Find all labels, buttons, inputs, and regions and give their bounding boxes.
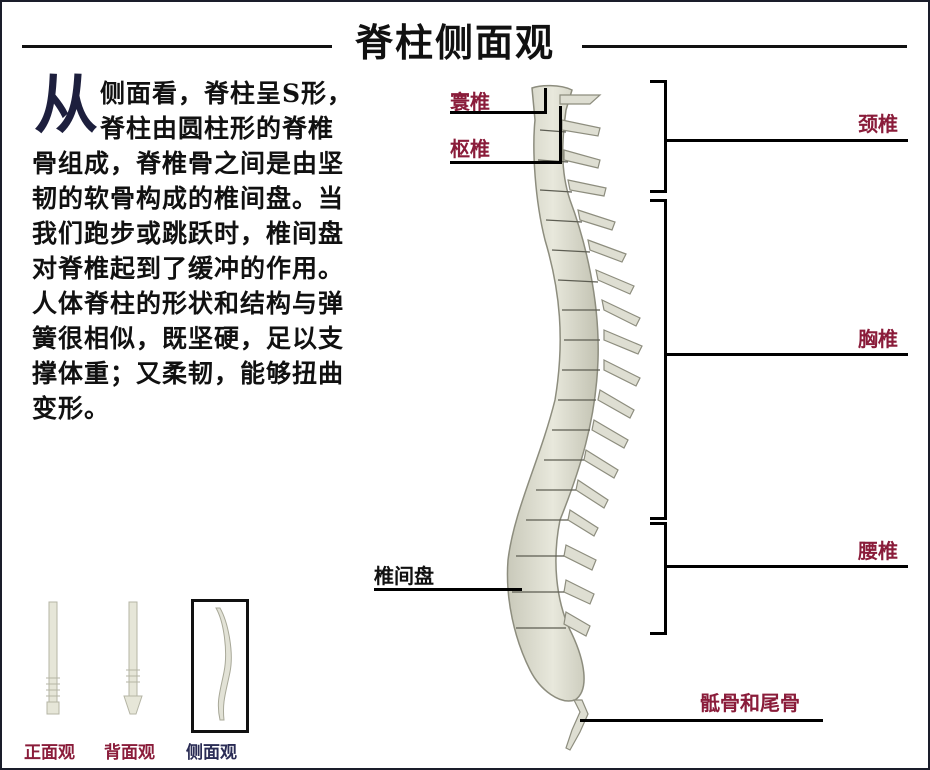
thumbnail-back-view <box>123 601 143 715</box>
bracket-cervical-top <box>650 80 667 83</box>
bracket-thoracic <box>664 199 667 520</box>
title-rule-right <box>582 45 907 48</box>
intro-line: 撑体重；又柔韧，能够扭曲 <box>32 359 345 388</box>
intro-line: 变形。 <box>32 394 111 423</box>
title-rule-left <box>22 45 332 48</box>
label-disc: 椎间盘 <box>374 564 434 588</box>
label-sacrum-coccyx: 骶骨和尾骨 <box>700 691 800 715</box>
leader-axis <box>450 161 561 164</box>
leader-lumbar <box>667 565 908 568</box>
intro-line: 骨组成，脊椎骨之间是由坚 <box>32 149 345 178</box>
intro-line: 簧很相似，既坚硬，足以支 <box>32 324 345 353</box>
caption-back-view: 背面观 <box>104 743 155 763</box>
bracket-lumbar-top <box>650 522 667 525</box>
bracket-thoracic-bottom <box>650 517 667 520</box>
intro-line: 我们跑步或跳跃时，椎间盘 <box>32 219 345 248</box>
caption-front-view: 正面观 <box>24 743 75 763</box>
bracket-lumbar <box>664 522 667 635</box>
leader-disc <box>374 588 522 591</box>
intro-line: 侧面看，脊柱呈S形， <box>100 79 354 108</box>
caption-side-view: 侧面观 <box>186 743 237 763</box>
page-title: 脊柱侧面观 <box>354 20 555 65</box>
leader-axis-vertical <box>559 106 562 164</box>
intro-line: 韧的软骨构成的椎间盘。当 <box>32 184 345 213</box>
label-thoracic: 胸椎 <box>858 327 898 351</box>
bracket-cervical-bottom <box>650 190 667 193</box>
intro-line: 脊柱由圆柱形的脊椎 <box>100 114 335 143</box>
leader-cervical <box>667 139 908 142</box>
thumbnail-front-view <box>46 601 60 715</box>
label-lumbar: 腰椎 <box>858 539 898 563</box>
label-cervical: 颈椎 <box>858 112 898 136</box>
thumbnail-side-view-selected[interactable] <box>191 599 249 733</box>
leader-thoracic <box>667 353 908 356</box>
leader-atlas-vertical <box>544 88 547 114</box>
dropcap: 从 <box>34 68 98 143</box>
intro-line: 人体脊柱的形状和结构与弹 <box>32 289 345 318</box>
intro-line: 对脊椎起到了缓冲的作用。 <box>32 254 345 283</box>
leader-atlas <box>450 111 545 114</box>
bracket-cervical <box>664 80 667 193</box>
bracket-lumbar-bottom <box>650 632 667 635</box>
label-atlas: 寰椎 <box>450 90 490 114</box>
label-axis: 枢椎 <box>450 137 490 161</box>
thumbnail-side-view <box>215 607 232 721</box>
leader-sacrum-coccyx <box>580 719 823 722</box>
bracket-thoracic-top <box>650 199 667 202</box>
